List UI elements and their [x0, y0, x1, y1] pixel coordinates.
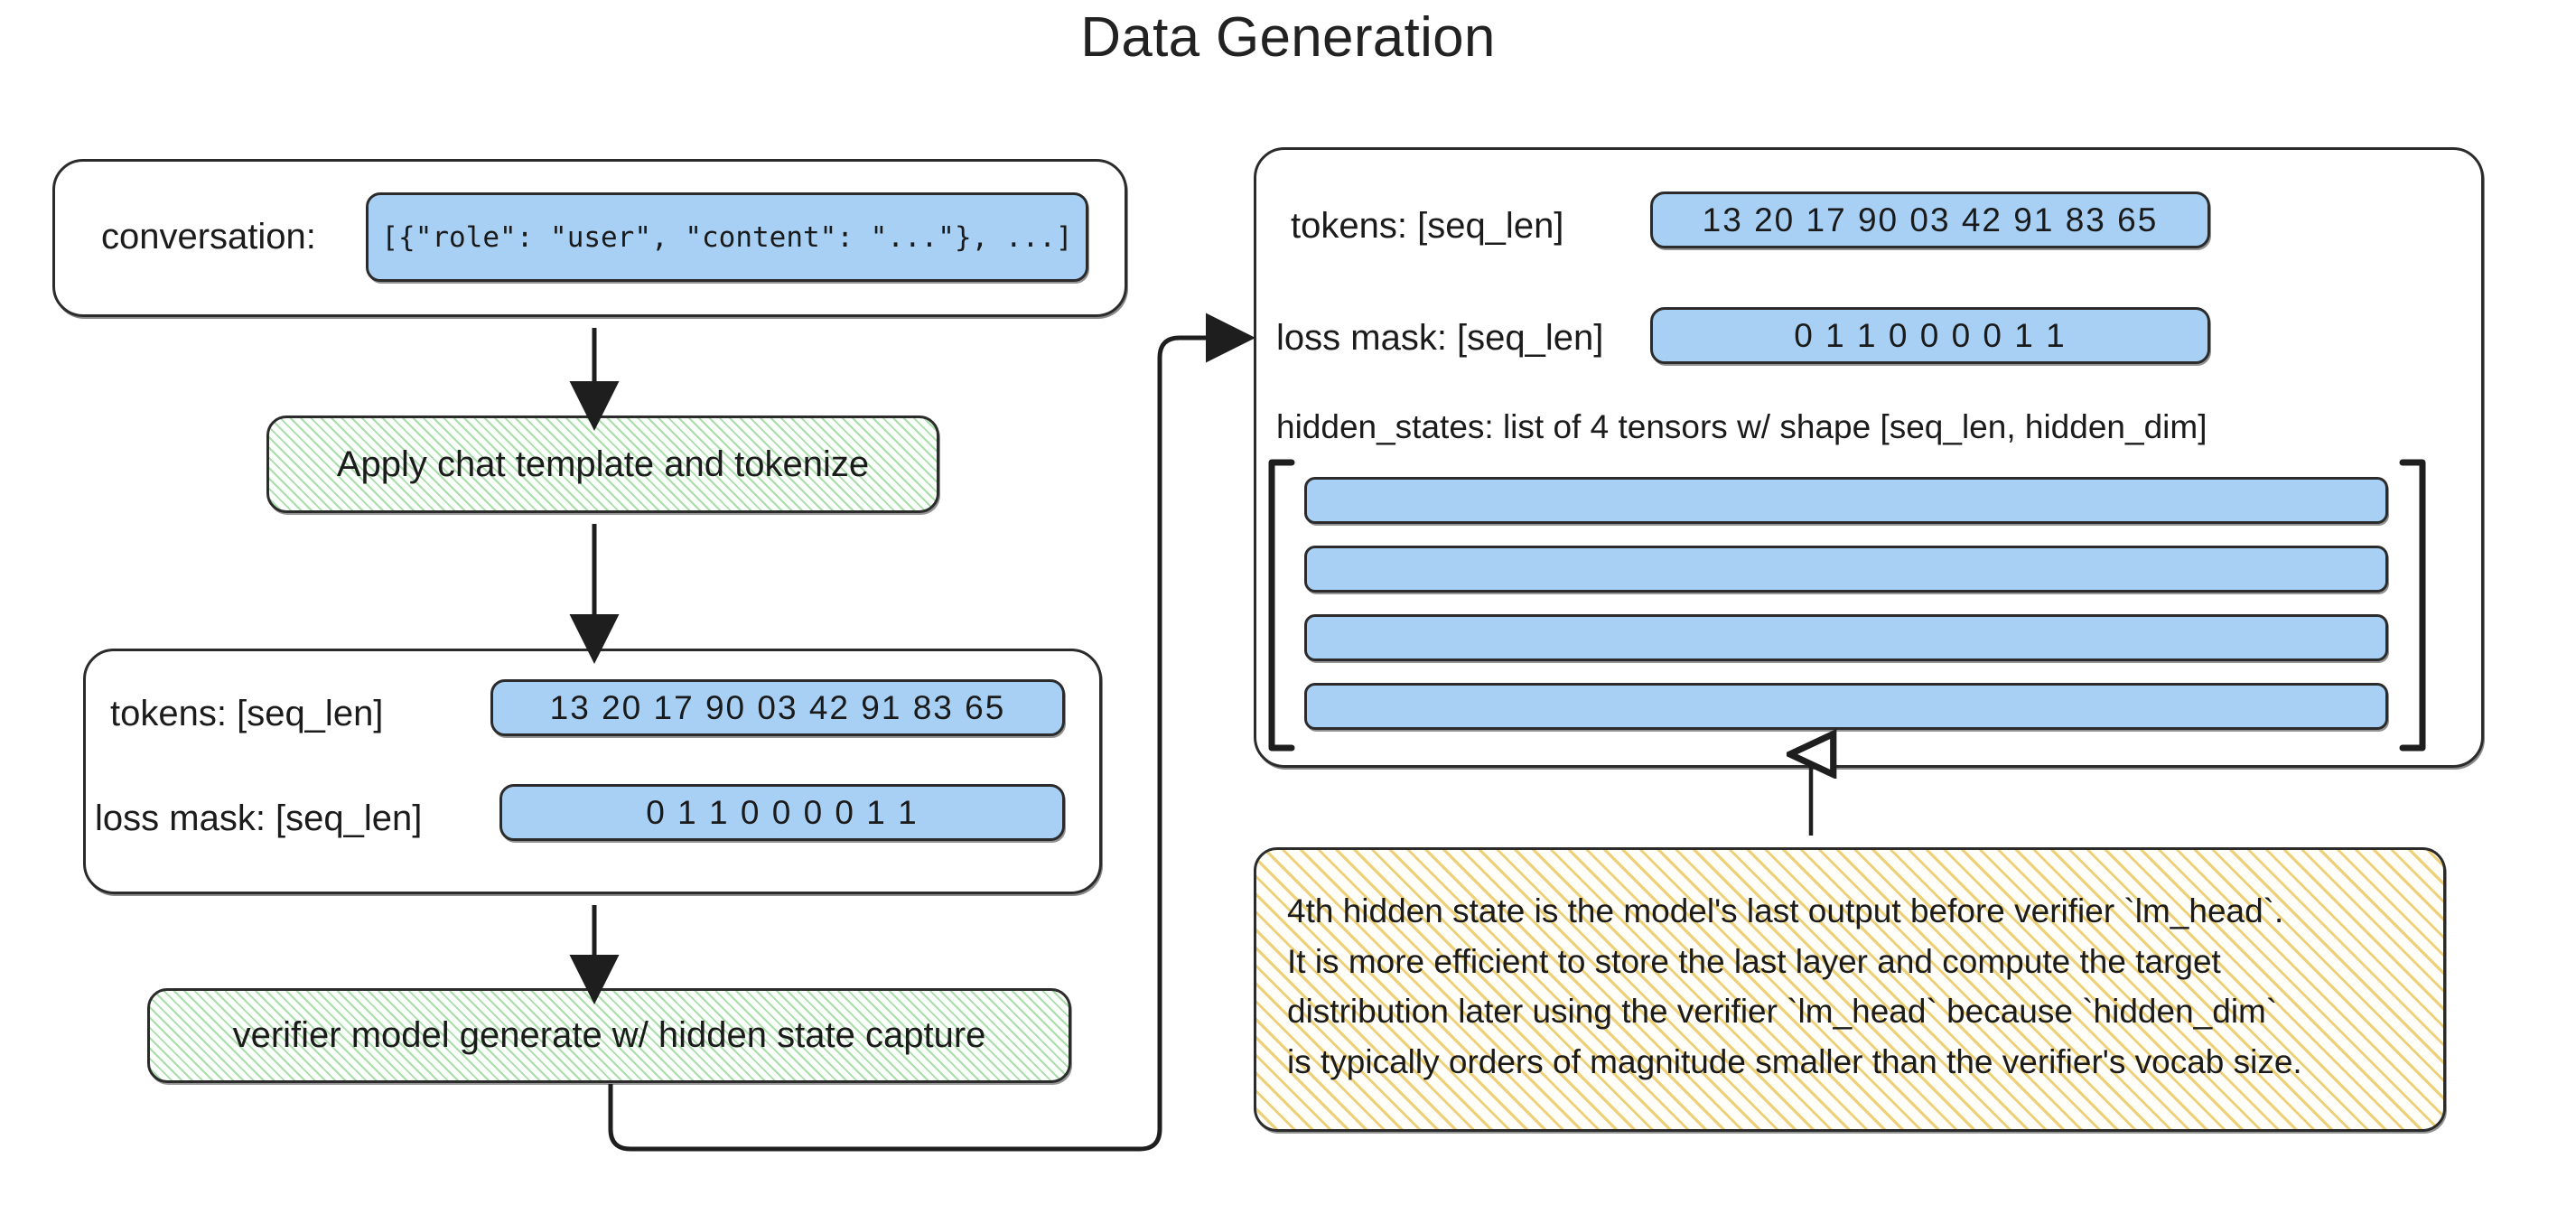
process-verifier-generate[interactable]: verifier model generate w/ hidden state … — [147, 988, 1071, 1083]
process-apply-chat-template-label: Apply chat template and tokenize — [336, 444, 870, 484]
process-apply-chat-template[interactable]: Apply chat template and tokenize — [266, 416, 939, 513]
tokens-label-left: tokens: [seq_len] — [110, 694, 384, 733]
explanation-note: 4th hidden state is the model's last out… — [1254, 847, 2446, 1132]
loss-mask-values-chip-left: 0 1 1 0 0 0 0 1 1 — [499, 784, 1065, 841]
conversation-label: conversation: — [101, 217, 316, 257]
hidden-state-bar-1 — [1304, 477, 2388, 524]
note-line-4: is typically orders of magnitude smaller… — [1287, 1042, 2302, 1080]
note-line-2: It is more efficient to store the last l… — [1287, 942, 2221, 980]
tokens-values-chip-left: 13 20 17 90 03 42 91 83 65 — [490, 679, 1065, 736]
note-line-3: distribution later using the verifier `l… — [1287, 993, 2278, 1030]
hidden-state-bar-2 — [1304, 546, 2388, 593]
hidden-states-label: hidden_states: list of 4 tensors w/ shap… — [1276, 408, 2207, 445]
tokens-values-chip-right: 13 20 17 90 03 42 91 83 65 — [1650, 191, 2210, 248]
conversation-value-chip: [{"role": "user", "content": "..."}, ...… — [366, 192, 1088, 282]
process-verifier-generate-label: verifier model generate w/ hidden state … — [232, 1015, 986, 1055]
loss-mask-label-left: loss mask: [seq_len] — [95, 798, 423, 838]
page-title: Data Generation — [1080, 6, 1496, 69]
loss-mask-label-right: loss mask: [seq_len] — [1276, 318, 1604, 358]
note-line-1: 4th hidden state is the model's last out… — [1287, 892, 2284, 929]
output-panel-right — [1254, 147, 2484, 768]
tokens-label-right: tokens: [seq_len] — [1291, 206, 1564, 246]
hidden-state-bar-3 — [1304, 614, 2388, 661]
loss-mask-values-chip-right: 0 1 1 0 0 0 0 1 1 — [1650, 307, 2210, 364]
hidden-state-bar-4 — [1304, 683, 2388, 730]
